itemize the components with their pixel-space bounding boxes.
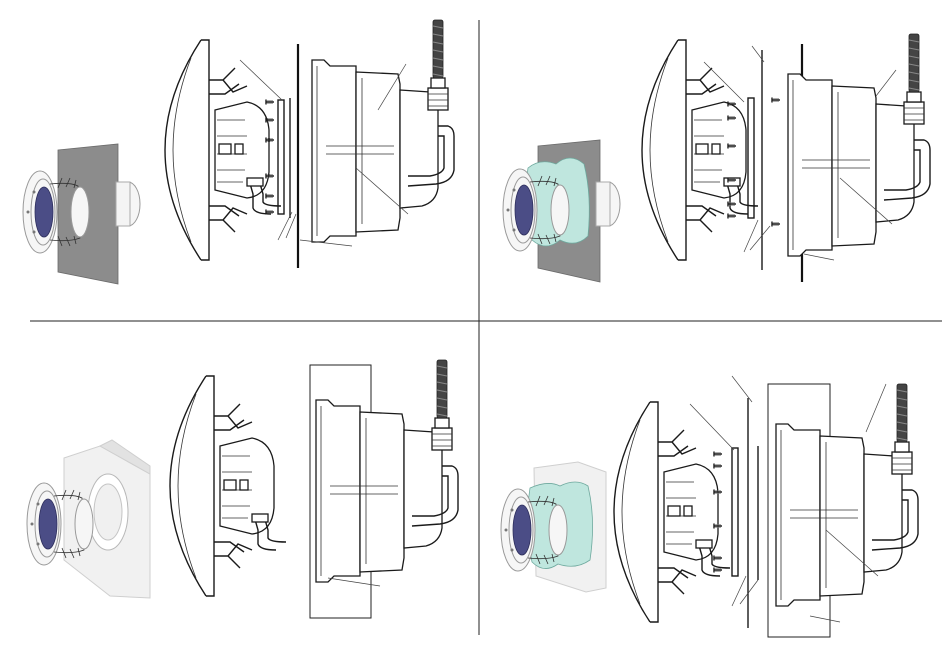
niche-housing — [788, 34, 930, 256]
niche-housing — [776, 384, 918, 606]
niche-housing — [312, 20, 454, 242]
exploded-side-view — [614, 376, 918, 637]
exploded-side-view — [170, 360, 458, 618]
panel-top-right — [503, 34, 930, 282]
panel-top-left — [23, 20, 454, 284]
panel-bottom-left — [27, 360, 458, 618]
exploded-side-view — [642, 34, 930, 282]
mounting-screws-icon — [772, 98, 780, 227]
panel-bottom-right — [501, 376, 918, 637]
gasket — [278, 100, 284, 214]
exploded-side-view — [165, 20, 454, 268]
niche-housing — [316, 360, 458, 582]
wall-plate-thumbnail — [58, 144, 140, 284]
wall-plate-thumbnail — [526, 140, 620, 282]
